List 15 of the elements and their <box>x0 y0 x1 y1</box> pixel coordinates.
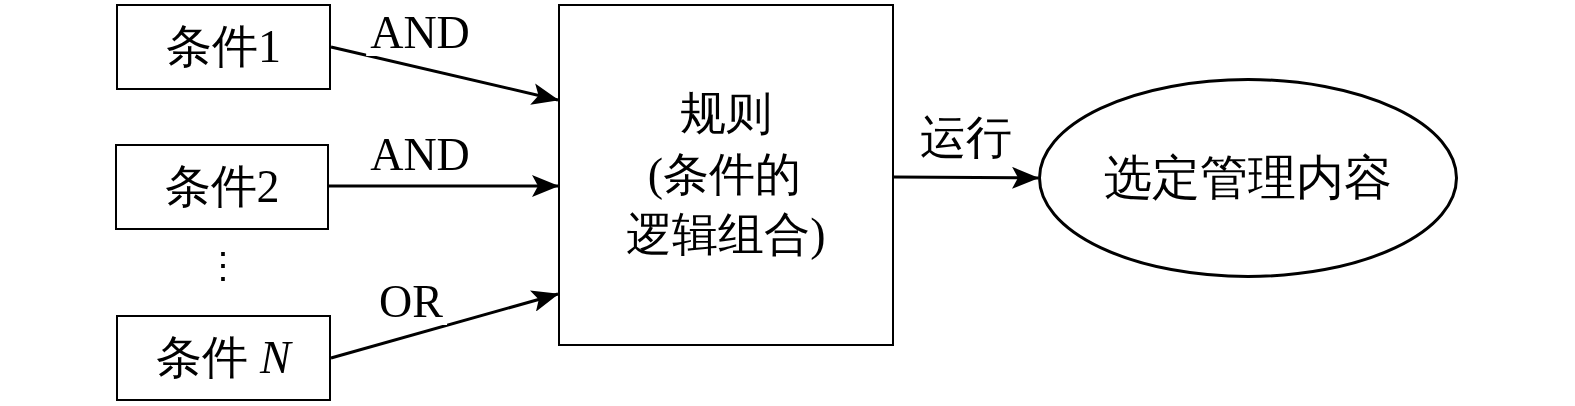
node-text: 条件 N <box>156 335 291 381</box>
arrow <box>894 166 1039 189</box>
condition-box <box>116 315 331 401</box>
condition-box <box>116 4 331 90</box>
ellipse-node <box>1038 78 1458 278</box>
rule-description: (条件的逻辑组合) <box>625 147 827 263</box>
node-text: 条件2 <box>164 164 280 210</box>
node-text: 条件1 <box>166 24 281 70</box>
arrow <box>330 290 559 360</box>
rule-title: 规则 <box>680 86 772 141</box>
node-text: 选定管理内容 <box>1104 154 1392 202</box>
arrow <box>330 45 559 105</box>
condition-box <box>115 144 329 230</box>
continuation-dots: ⋮ <box>205 248 241 284</box>
arrow <box>329 175 559 197</box>
